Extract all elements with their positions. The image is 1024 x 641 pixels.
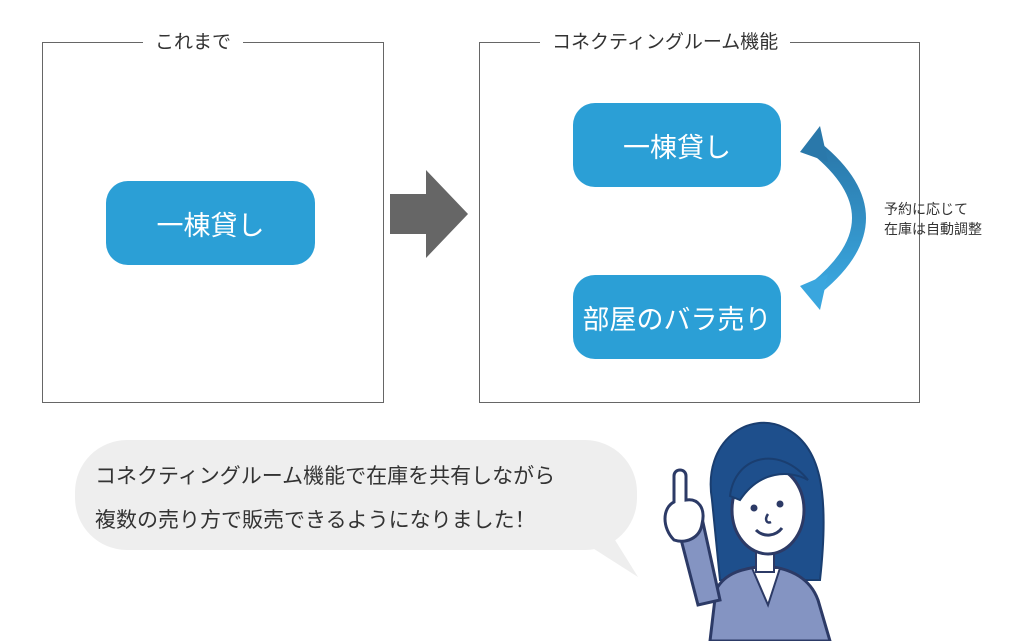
arrow-right-icon bbox=[390, 170, 468, 258]
room-by-room-box: 部屋のバラ売り bbox=[573, 275, 781, 359]
speech-bubble-body bbox=[75, 440, 637, 550]
before-panel: これまで 一棟貸し bbox=[42, 30, 384, 403]
before-panel-title: これまで bbox=[143, 30, 244, 54]
sync-arrow-head-bottom bbox=[800, 274, 828, 310]
whole-rental-box: 一棟貸し bbox=[106, 181, 315, 265]
sync-note: 予約に応じて 在庫は自動調整 bbox=[884, 200, 982, 240]
pointing-hand bbox=[663, 468, 705, 543]
after-panel-title: コネクティングルーム機能 bbox=[540, 30, 791, 54]
curved-double-arrow-icon bbox=[800, 126, 866, 310]
hair-bangs bbox=[728, 457, 809, 502]
mouth bbox=[754, 527, 784, 537]
right-eye bbox=[776, 500, 784, 508]
after-panel: コネクティングルーム機能 一棟貸し 部屋のバラ売り bbox=[479, 30, 920, 403]
sync-note-line1: 予約に応じて bbox=[884, 202, 968, 218]
speech-bubble bbox=[75, 440, 638, 577]
speech-bubble-tail bbox=[580, 540, 638, 577]
sync-note-line2: 在庫は自動調整 bbox=[884, 222, 982, 238]
whole-rental-box: 一棟貸し bbox=[573, 103, 781, 187]
nose bbox=[764, 513, 772, 524]
left-eye bbox=[750, 504, 758, 512]
sync-arrow-head-top bbox=[800, 126, 828, 162]
sync-arc bbox=[811, 142, 866, 294]
arrow-right-shape bbox=[390, 170, 468, 258]
speech-text-line2: 複数の売り方で販売できるようになりました！ bbox=[95, 508, 536, 532]
woman-pointing-illustration bbox=[663, 421, 832, 641]
speech-text-line1: コネクティングルーム機能で在庫を共有しながら bbox=[95, 464, 556, 488]
